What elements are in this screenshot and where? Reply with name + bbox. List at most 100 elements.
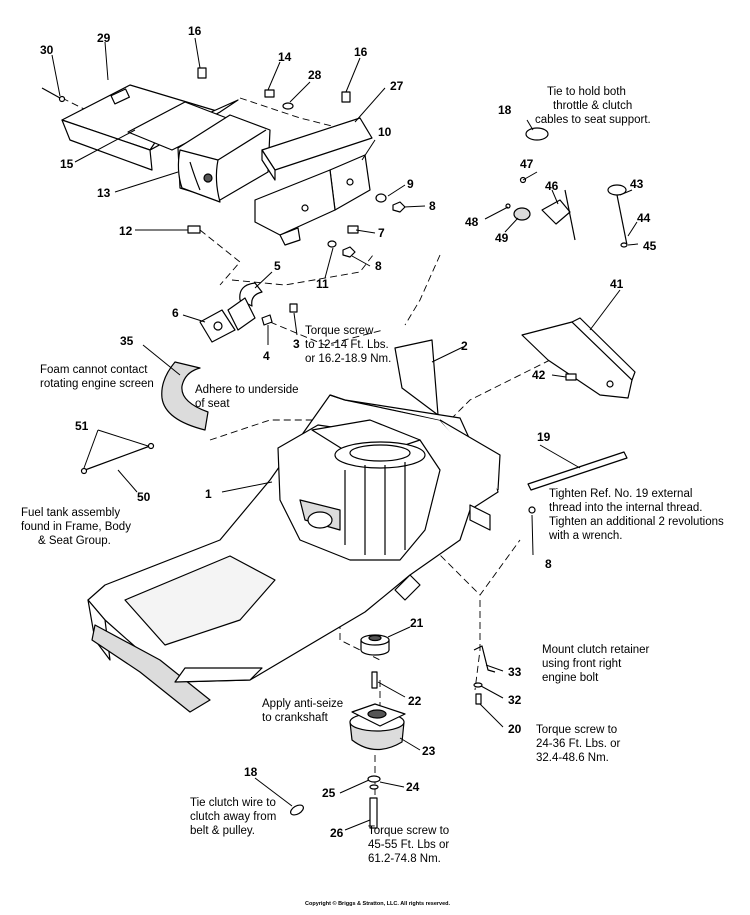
shield-27 <box>261 117 373 181</box>
note-tie-clutch-line2: clutch away from <box>190 811 276 823</box>
callout-16: 16 <box>188 24 202 38</box>
callout-28: 28 <box>308 68 322 82</box>
note-mount-clutch-line1: Mount clutch retainer <box>542 644 650 656</box>
callout-20: 20 <box>508 722 522 736</box>
note-tighten-19-line4: with a wrench. <box>548 530 623 542</box>
note-tie-cables-line1: Tie to hold both <box>547 86 626 98</box>
tube-19 <box>527 451 628 514</box>
exhaust-elbow-5 <box>227 282 263 331</box>
note-foam-line1: Foam cannot contact <box>40 364 148 376</box>
callout-numbers: 30 29 16 14 28 16 27 10 9 8 7 8 11 12 13… <box>40 24 657 840</box>
screw-26 <box>369 797 378 829</box>
note-tie-clutch-line1: Tie clutch wire to <box>190 797 276 809</box>
note-tighten-19-line1: Tighten Ref. No. 19 external <box>549 488 692 500</box>
callout-14: 14 <box>278 50 292 64</box>
bracket-41 <box>521 317 636 399</box>
note-torque-3-line3: or 16.2-18.9 Nm. <box>305 353 391 365</box>
note-torque-20-line2: 24-36 Ft. Lbs. or <box>536 738 621 750</box>
note-torque-3-line2: to 12-14 Ft. Lbs. <box>305 339 389 351</box>
callout-12: 12 <box>119 224 133 238</box>
callout-11: 11 <box>316 277 329 291</box>
note-foam-line2: rotating engine screen <box>40 378 154 390</box>
note-anti-seize-line2: to crankshaft <box>262 712 329 724</box>
callout-48: 48 <box>465 215 479 229</box>
shield-2 <box>394 339 439 416</box>
note-adhere-line2: of seat <box>195 398 230 410</box>
callout-8: 8 <box>429 199 436 213</box>
callout-35: 35 <box>120 334 134 348</box>
callout-50: 50 <box>137 490 151 504</box>
callout-19: 19 <box>537 430 551 444</box>
callout-46: 46 <box>545 179 559 193</box>
callout-9: 9 <box>407 177 414 191</box>
fuel-tank-strap-50 <box>80 442 155 475</box>
copyright-notice: Copyright © Briggs & Stratton, LLC. All … <box>305 900 451 907</box>
note-adhere-line1: Adhere to underside <box>195 384 299 396</box>
callout-10: 10 <box>378 125 392 139</box>
note-torque-3-line1: Torque screw <box>305 325 374 337</box>
callout-29: 29 <box>97 31 111 45</box>
callout-51: 51 <box>75 419 89 433</box>
note-tie-clutch-line3: belt & pulley. <box>190 825 255 837</box>
callout-18b: 18 <box>244 765 258 779</box>
callout-27: 27 <box>390 79 404 93</box>
frame-with-engine-1 <box>87 394 501 713</box>
callout-23: 23 <box>422 744 436 758</box>
gasket-6 <box>199 309 236 343</box>
note-tighten-19-line2: thread into the internal thread. <box>549 502 702 514</box>
callout-3: 3 <box>293 337 300 351</box>
callout-13: 13 <box>97 186 111 200</box>
clutch-retainer-33 <box>473 645 496 705</box>
note-fuel-tank-line2: found in Frame, Body <box>21 521 131 533</box>
screw-42 <box>565 373 577 381</box>
throttle-control-group <box>505 127 628 248</box>
note-torque-20-line3: 32.4-48.6 Nm. <box>536 752 609 764</box>
note-anti-seize-line1: Apply anti-seize <box>262 698 343 710</box>
callout-49: 49 <box>495 231 509 245</box>
note-tighten-19-line3: Tighten an additional 2 revolutions <box>549 516 724 528</box>
callout-6: 6 <box>172 306 179 320</box>
wire-tie-18b <box>290 804 304 816</box>
callout-33: 33 <box>508 665 522 679</box>
annotation-notes: Tie to hold both throttle & clutch cable… <box>21 86 724 865</box>
callout-15: 15 <box>60 157 74 171</box>
clutch-23 <box>349 703 406 751</box>
foam-35 <box>161 361 209 431</box>
note-tie-cables-line3: cables to seat support. <box>535 114 651 126</box>
key-22 <box>371 671 378 689</box>
callout-18: 18 <box>498 103 512 117</box>
callout-42: 42 <box>532 368 546 382</box>
callout-22: 22 <box>408 694 422 708</box>
pulley-21 <box>360 634 390 656</box>
note-mount-clutch-line2: using front right <box>542 658 622 670</box>
callout-5: 5 <box>274 259 281 273</box>
note-torque-26-line3: 61.2-74.8 Nm. <box>368 853 441 865</box>
callout-26: 26 <box>330 826 344 840</box>
note-torque-26-line1: Torque screw to <box>368 825 449 837</box>
note-fuel-tank-line3: & Seat Group. <box>38 535 111 547</box>
callout-8c: 8 <box>545 557 552 571</box>
callout-43: 43 <box>630 177 644 191</box>
callout-30: 30 <box>40 43 54 57</box>
clamp-4-screw-3 <box>261 303 298 326</box>
note-torque-20-line1: Torque screw to <box>536 724 617 736</box>
washer-25-24 <box>367 775 381 790</box>
note-tie-cables-line2: throttle & clutch <box>553 100 632 112</box>
callout-41: 41 <box>610 277 624 291</box>
note-torque-26-line2: 45-55 Ft. Lbs or <box>368 839 449 851</box>
muffler-13 <box>177 114 271 203</box>
callout-45: 45 <box>643 239 657 253</box>
note-mount-clutch-line3: engine bolt <box>542 672 599 684</box>
callout-32: 32 <box>508 693 522 707</box>
callout-8b: 8 <box>375 259 382 273</box>
callout-7: 7 <box>378 226 385 240</box>
heat-shield-29 <box>61 84 239 171</box>
callout-4: 4 <box>263 349 270 363</box>
leaders <box>51 37 639 831</box>
callout-24: 24 <box>406 780 420 794</box>
callout-16b: 16 <box>354 45 368 59</box>
callout-1: 1 <box>205 487 212 501</box>
callout-47: 47 <box>520 157 534 171</box>
